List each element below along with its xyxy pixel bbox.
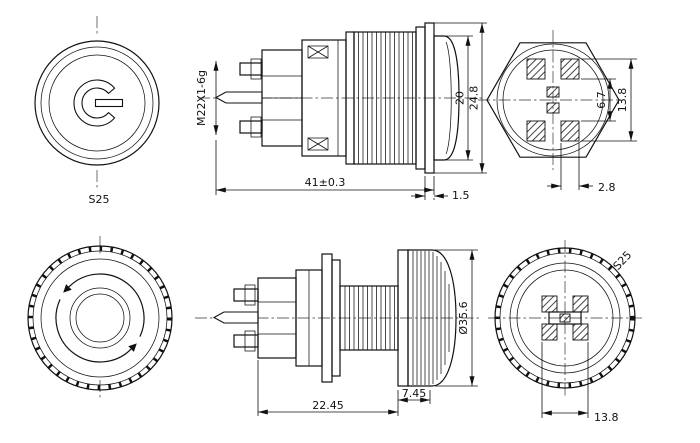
view-side-power-button: M22X1-6g (195, 22, 487, 202)
dim-button-diameter: 20 (454, 91, 467, 105)
dim-thread-spec: M22X1-6g (195, 70, 208, 126)
terminal-pins (212, 284, 259, 352)
view-front-power-button: S25 (34, 16, 160, 206)
dim-terminal-span-inner: 6.7 (595, 91, 608, 109)
knurled-edge (495, 248, 635, 388)
view-rear-power-button: 6.7 13.8 2.8 (478, 30, 637, 194)
bezel-cap (415, 22, 460, 174)
terminal-block (261, 49, 303, 147)
dim-overall-length: 41±0.3 (305, 176, 346, 189)
view-rear-estop: 13.8 S25 (488, 240, 642, 424)
knurled-edge (28, 246, 172, 390)
dim-terminal-width: 2.8 (598, 181, 616, 194)
dim-bezel-diameter: 24.8 (468, 86, 481, 111)
rear-terminals (541, 295, 589, 341)
terminal-pins (214, 58, 263, 138)
dim-bezel-lip: 1.5 (452, 189, 470, 202)
dim-body-length: 22.45 (312, 399, 344, 412)
view-side-estop: Ø35.6 7.45 22.45 (195, 249, 482, 416)
power-symbol-icon (73, 79, 124, 127)
dim-head-diameter: Ø35.6 (457, 301, 470, 334)
view-front-estop (27, 236, 173, 400)
rear-terminals (526, 58, 580, 142)
rotation-arrows-icon (55, 273, 145, 363)
dim-front-wrench-flats: S25 (89, 193, 110, 206)
dim-rear-terminal-span: 13.8 (594, 411, 619, 424)
dim-terminal-span-outer: 13.8 (616, 88, 629, 113)
dim-head-depth: 7.45 (402, 387, 427, 400)
dim-rear-wrench-flats: S25 (611, 249, 635, 273)
mushroom-head (397, 249, 457, 387)
thread-hatching (353, 31, 417, 165)
